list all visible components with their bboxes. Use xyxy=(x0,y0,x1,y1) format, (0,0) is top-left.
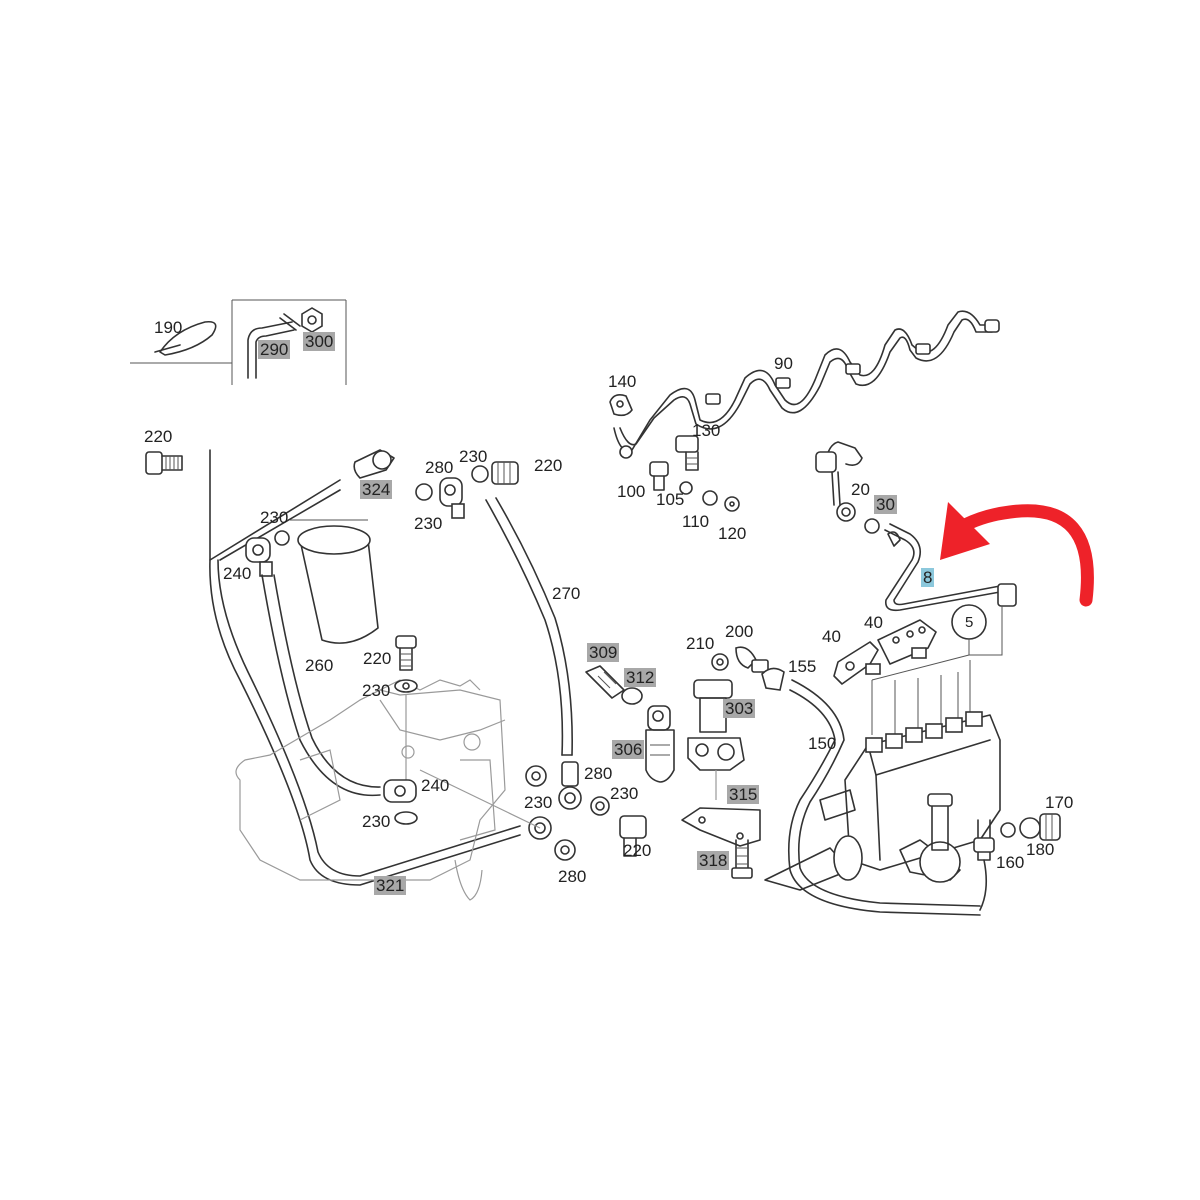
label-230-middle: 230 xyxy=(524,793,553,812)
label-180: 180 xyxy=(1026,840,1055,859)
label-120: 120 xyxy=(718,524,747,543)
label-230-top: 230 xyxy=(459,447,488,466)
banjo-bolt-part-290 xyxy=(247,313,301,379)
label-280-top: 280 xyxy=(425,458,454,477)
fuel-line-part-321 xyxy=(209,449,552,886)
inset-frame xyxy=(130,299,347,385)
injection-pump-housing xyxy=(235,679,506,901)
label-240-upper: 240 xyxy=(223,564,252,583)
label-155: 155 xyxy=(788,657,817,676)
label-220-bottom: 220 xyxy=(623,841,652,860)
label-220-top-left: 220 xyxy=(144,427,173,446)
fuel-filter-canister xyxy=(290,519,379,644)
label-100: 100 xyxy=(617,482,646,501)
fuel-line-part-270 xyxy=(485,497,573,756)
label-5: 5 xyxy=(965,614,974,631)
label-8-selected[interactable]: 8 xyxy=(921,568,935,587)
fuel-line-part-150 xyxy=(787,679,981,916)
banjo-fittings-230-280 xyxy=(415,461,519,519)
label-230-below: 230 xyxy=(414,514,443,533)
label-230-center: 230 xyxy=(362,681,391,700)
label-230-right: 230 xyxy=(610,784,639,803)
banjo-part-240-upper xyxy=(245,530,290,577)
injector-line-part-90 xyxy=(613,310,1000,459)
label-20: 20 xyxy=(851,480,870,499)
red-arrow-indicator xyxy=(940,502,1094,607)
label-130: 130 xyxy=(692,421,721,440)
fittings-160-170-180 xyxy=(973,813,1061,911)
label-315: 315 xyxy=(727,785,760,804)
plate-part-315 xyxy=(681,807,761,847)
label-230-filter: 230 xyxy=(260,508,289,527)
label-220-top-right: 220 xyxy=(534,456,563,475)
clamp-parts-40 xyxy=(833,619,937,685)
label-280-middle: 280 xyxy=(584,764,613,783)
label-230-lower: 230 xyxy=(362,812,391,831)
label-321: 321 xyxy=(374,876,407,895)
label-318: 318 xyxy=(697,851,730,870)
filter-part-324 xyxy=(353,449,395,479)
label-40-right: 40 xyxy=(864,613,883,632)
delivery-pipe-part-8 xyxy=(815,441,1017,612)
washer-and-banjo-230-280 xyxy=(525,761,647,861)
hose-part-260 xyxy=(261,574,381,797)
label-312: 312 xyxy=(624,668,657,687)
label-160: 160 xyxy=(996,853,1025,872)
label-190: 190 xyxy=(154,318,183,337)
label-110: 110 xyxy=(682,512,710,531)
label-90: 90 xyxy=(774,354,793,373)
label-300: 300 xyxy=(303,332,336,351)
nut-part-300 xyxy=(301,307,323,333)
label-260: 260 xyxy=(305,656,334,675)
label-220-center: 220 xyxy=(363,649,392,668)
label-280-bottom: 280 xyxy=(558,867,587,886)
hand-pump-parts-309-312-306 xyxy=(585,665,675,783)
label-306: 306 xyxy=(612,740,645,759)
bolt-part-318 xyxy=(731,839,753,879)
callout-circle-5 xyxy=(871,604,1003,735)
label-270: 270 xyxy=(552,584,581,603)
inline-injection-pump xyxy=(764,711,1001,891)
label-324: 324 xyxy=(360,480,393,499)
bolt-part-220-center xyxy=(394,635,418,780)
label-309: 309 xyxy=(587,643,620,662)
banjo-part-240-lower xyxy=(383,769,541,829)
label-150: 150 xyxy=(808,734,837,753)
label-290: 290 xyxy=(258,340,291,359)
label-210: 210 xyxy=(686,634,715,653)
label-40-left: 40 xyxy=(822,627,841,646)
label-303: 303 xyxy=(723,699,756,718)
label-200: 200 xyxy=(725,622,754,641)
label-170: 170 xyxy=(1045,793,1074,812)
label-140: 140 xyxy=(608,372,637,391)
label-240-lower: 240 xyxy=(421,776,450,795)
small-parts-100-130 xyxy=(649,435,740,512)
label-30: 30 xyxy=(874,495,897,514)
clamp-part-140 xyxy=(609,394,633,417)
clip-part-190 xyxy=(154,320,217,356)
feed-pump-part-303 xyxy=(687,679,745,800)
label-105: 105 xyxy=(656,490,685,509)
fittings-210-200-155 xyxy=(711,646,785,691)
bolt-part-220-left xyxy=(145,451,183,475)
